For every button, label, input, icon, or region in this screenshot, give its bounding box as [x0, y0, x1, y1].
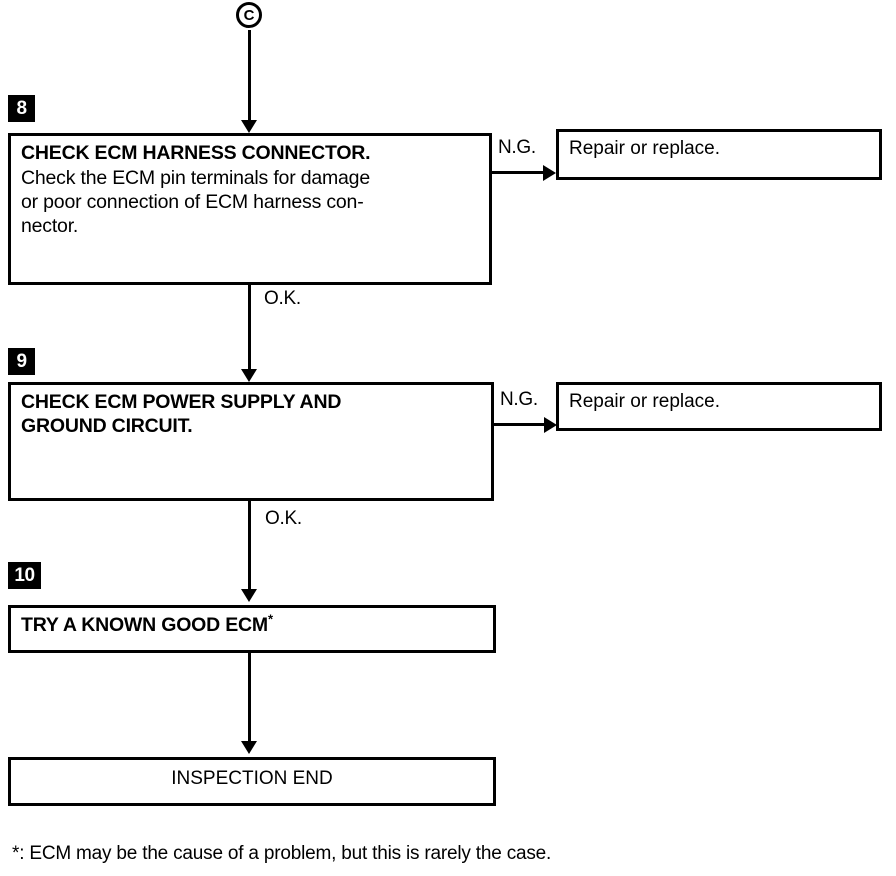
- step-9-repair-label: Repair or replace.: [569, 391, 721, 412]
- step-9-title-line-1: CHECK ECM POWER SUPPLY AND: [21, 391, 342, 413]
- step-10-to-end-arrowhead: [241, 741, 257, 754]
- step-10-title: TRY A KNOWN GOOD ECM*: [21, 611, 483, 638]
- step-10-title-text: TRY A KNOWN GOOD ECM: [21, 614, 268, 636]
- step-8-ok-arrowhead: [241, 369, 257, 382]
- step-9-ok-line: [248, 501, 251, 591]
- step-8-ng-arrowhead: [543, 165, 556, 181]
- off-page-connector-c-icon: C: [236, 2, 262, 28]
- step-9-ng-arrowhead: [544, 417, 557, 433]
- step-badge-10: 10: [8, 562, 41, 589]
- step-9-ng-line: [493, 423, 547, 426]
- connector-line-c-to-step8: [248, 30, 251, 123]
- step-badge-8-label: 8: [16, 98, 27, 119]
- step-8-ng-line: [492, 171, 546, 174]
- step-9-ng-label: N.G.: [500, 389, 538, 410]
- step-8-ng-label: N.G.: [498, 137, 536, 158]
- step-8-ok-label: O.K.: [264, 288, 301, 309]
- step-8-body-line-1: Check the ECM pin terminals for damage: [21, 166, 370, 189]
- step-badge-10-label: 10: [14, 565, 35, 586]
- step-8-title: CHECK ECM HARNESS CONNECTOR.: [21, 142, 371, 164]
- arrowhead-c-to-step8: [241, 120, 257, 133]
- step-8-ok-line: [248, 285, 251, 372]
- step-9-box[interactable]: CHECK ECM POWER SUPPLY AND GROUND CIRCUI…: [8, 382, 494, 501]
- step-9-title-line-2: GROUND CIRCUIT.: [21, 414, 193, 437]
- step-8-repair-box[interactable]: Repair or replace.: [556, 129, 882, 180]
- step-8-box[interactable]: CHECK ECM HARNESS CONNECTOR. Check the E…: [8, 133, 492, 285]
- footnote-text: *: ECM may be the cause of a problem, bu…: [12, 843, 552, 864]
- step-9-ok-arrowhead: [241, 589, 257, 602]
- step-badge-9-label: 9: [16, 351, 27, 372]
- step-10-footnote-marker: *: [267, 611, 273, 627]
- step-8-repair-label: Repair or replace.: [569, 138, 721, 159]
- inspection-end-box[interactable]: INSPECTION END: [8, 757, 496, 806]
- step-8-body-line-2: or poor connection of ECM harness con-: [21, 190, 364, 213]
- step-10-to-end-line: [248, 653, 251, 743]
- connector-label: C: [243, 6, 255, 24]
- step-8-body-line-3: nector.: [21, 215, 79, 238]
- step-badge-8: 8: [8, 95, 35, 122]
- step-badge-9: 9: [8, 348, 35, 375]
- step-9-repair-box[interactable]: Repair or replace.: [556, 382, 882, 431]
- step-10-box[interactable]: TRY A KNOWN GOOD ECM*: [8, 605, 496, 653]
- inspection-end-label: INSPECTION END: [171, 768, 333, 789]
- step-9-ok-label: O.K.: [265, 508, 302, 529]
